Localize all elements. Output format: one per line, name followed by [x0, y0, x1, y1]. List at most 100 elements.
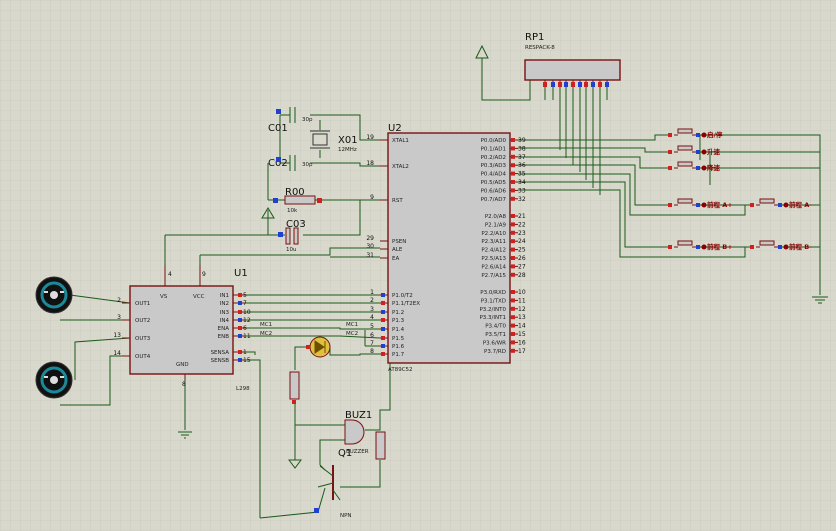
- net-label-mc2-right: MC2: [346, 331, 358, 337]
- u1-pin-name: OUT1: [135, 301, 150, 307]
- u2-pin-num: 16: [518, 339, 526, 346]
- net-label-mc1-right: MC1: [346, 322, 358, 328]
- u1-pin-vs-name: VS: [160, 294, 168, 300]
- u2-pin-num: 27: [518, 263, 526, 270]
- u2-pin-num: 4: [370, 314, 374, 321]
- rp1-pin: [558, 82, 562, 87]
- c02-capacitor[interactable]: C02 30p: [268, 155, 313, 171]
- u2-pin-name: P3.1/TXD: [481, 298, 506, 304]
- u2-pin-num: 17: [518, 348, 526, 355]
- u2-pin-name: P2.4/A12: [481, 248, 506, 254]
- u2-pin-num: 5: [370, 323, 374, 330]
- r00-value: 10k: [287, 208, 298, 214]
- u2-pin-num: 36: [518, 162, 526, 169]
- motor-1[interactable]: [35, 276, 73, 314]
- rp1-value: RESPACK-8: [525, 45, 555, 51]
- u1-pin-name: IN4: [220, 318, 230, 324]
- u2-pin-num: 23: [518, 230, 526, 237]
- push-button-label: 前程 B-: [789, 242, 812, 251]
- u1-body: [129, 285, 234, 375]
- u1-pin-num: 1: [243, 349, 247, 356]
- c03-ref: C03: [286, 219, 306, 230]
- u2-pin-name: P1.6: [392, 344, 405, 350]
- u2-pin-num: 15: [518, 331, 526, 338]
- u1-pin-vcc-num: 9: [202, 271, 206, 278]
- led-indicator[interactable]: [306, 336, 331, 358]
- u2-pin-name: P0.7/AD7: [481, 197, 507, 203]
- push-button-1[interactable]: 启/停: [668, 128, 723, 139]
- x01-crystal[interactable]: X01 12MHz: [310, 130, 358, 153]
- buz1-buzzer[interactable]: BUZ1 BUZZER: [344, 410, 372, 455]
- u2-pin-name: P1.1/T2EX: [392, 301, 420, 307]
- u2-pin-num: 9: [370, 194, 374, 201]
- u1-pin-num: 2: [117, 297, 121, 304]
- buz1-value: BUZZER: [346, 449, 369, 455]
- r00-resistor[interactable]: R00 10k: [273, 187, 322, 214]
- u2-pin-name: PSEN: [392, 239, 406, 245]
- u2-pin-name: P3.4/T0: [485, 324, 506, 330]
- c03-capacitor[interactable]: C03 10u: [278, 219, 306, 253]
- u2-pin-name: P2.0/A8: [485, 214, 507, 220]
- u1-ref: U1: [234, 268, 248, 279]
- u2-pin-name: P0.1/AD1: [481, 146, 506, 152]
- rp1-resistor-pack[interactable]: RP1 RESPACK-8: [524, 32, 621, 87]
- u2-pin-num: 38: [518, 145, 526, 152]
- push-button-label: 升速: [707, 147, 721, 156]
- u2-pin-name: XTAL2: [392, 164, 409, 170]
- push-button-6[interactable]: 前程 B+: [668, 240, 733, 251]
- u2-pin-num: 26: [518, 255, 526, 262]
- motor-2[interactable]: [35, 361, 73, 399]
- u1-pin-name: IN2: [220, 301, 229, 307]
- net-label-mc2-left: MC2: [260, 331, 272, 337]
- u2-pin-num: 35: [518, 171, 526, 178]
- u2-ref: U2: [388, 123, 402, 134]
- push-button-5[interactable]: 前程 A-: [750, 198, 812, 209]
- u2-pin-name: P2.5/A13: [481, 256, 506, 262]
- u2-pin-num: 19: [366, 134, 374, 141]
- led-resistor[interactable]: [289, 371, 300, 404]
- u1-pin-num: 6: [243, 325, 247, 332]
- rp1-pin: [551, 82, 555, 87]
- u2-pin-name: P3.5/T1: [485, 332, 506, 338]
- u2-pin-num: 34: [518, 179, 526, 186]
- c01-capacitor[interactable]: C01 30p: [268, 107, 313, 134]
- push-button-label: 启/停: [707, 130, 723, 139]
- u2-pin-num: 13: [518, 314, 526, 321]
- push-button-4[interactable]: 前程 A+: [668, 198, 733, 209]
- buzzer-resistor[interactable]: [375, 431, 386, 460]
- wires: [53, 58, 821, 519]
- u2-pin-name: P3.7/RD: [484, 349, 506, 355]
- u1-pin-name: ENB: [218, 334, 230, 340]
- u1-pin-num: 11: [243, 333, 251, 340]
- u1-pin-name: OUT4: [135, 354, 151, 360]
- push-button-2[interactable]: 升速: [668, 145, 721, 156]
- u2-pin-name: P0.3/AD3: [481, 163, 507, 169]
- u1-pin-num: 15: [243, 357, 251, 364]
- rp1-pin: [605, 82, 609, 87]
- rp1-pin: [564, 82, 568, 87]
- u2-pin-name: P2.7/A15: [481, 273, 506, 279]
- u1-pin-name: SENSB: [211, 358, 230, 364]
- u2-pin-num: 28: [518, 272, 526, 279]
- u2-pin-name: P0.2/AD2: [481, 155, 506, 161]
- u2-pin-name: EA: [392, 256, 399, 262]
- u1-gnd-pin: 8: [182, 381, 186, 388]
- c02-ref: C02: [268, 158, 288, 169]
- u2-pin-num: 29: [366, 235, 374, 242]
- q1-transistor[interactable]: Q1 NPN: [314, 448, 352, 519]
- u2-pin-name: XTAL1: [392, 138, 409, 144]
- r00-ref: R00: [285, 187, 305, 198]
- push-button-3[interactable]: 降速: [668, 161, 721, 172]
- u2-pin-num: 30: [366, 243, 374, 250]
- rp1-pin: [543, 82, 547, 87]
- push-button-7[interactable]: 前程 B-: [750, 240, 812, 251]
- q1-ref: Q1: [338, 448, 352, 459]
- x01-value: 12MHz: [338, 147, 357, 153]
- u2-pin-num: 12: [518, 306, 526, 313]
- u1-pin-num: 3: [117, 314, 121, 321]
